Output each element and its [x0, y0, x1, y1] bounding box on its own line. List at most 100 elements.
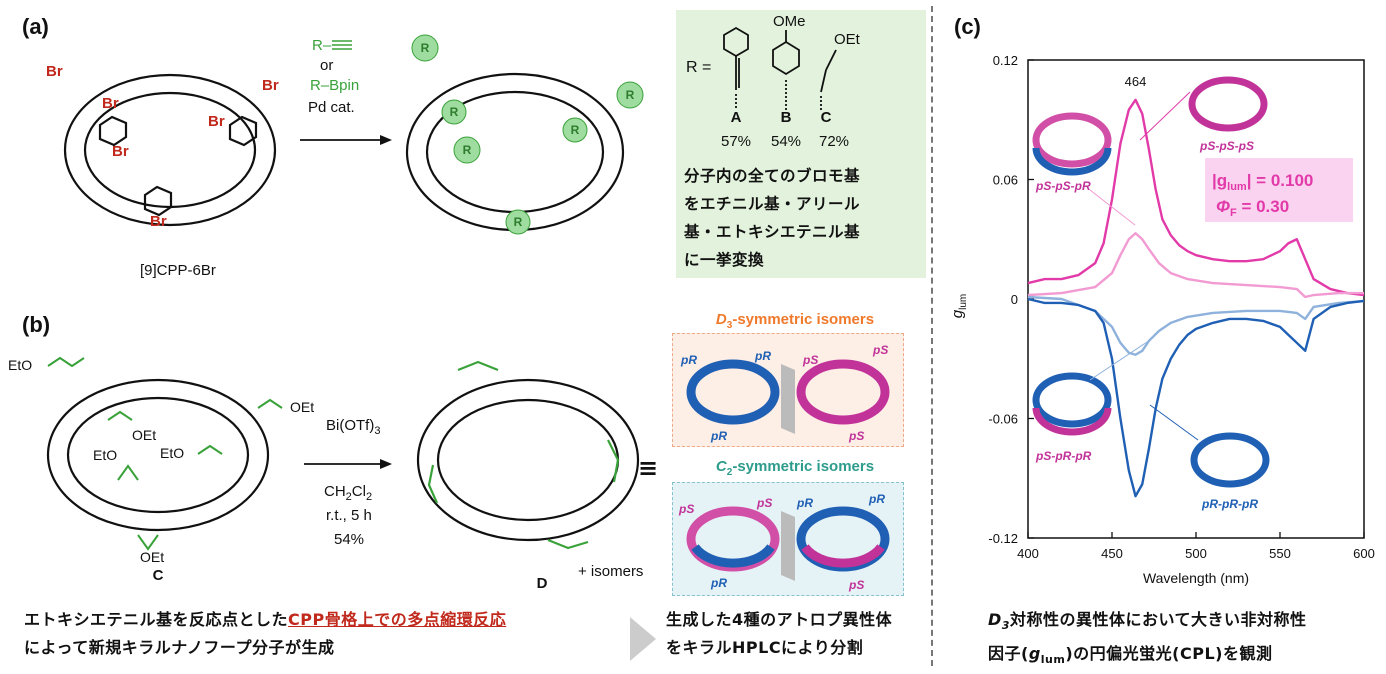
caption-right-1b: 3: [1001, 619, 1010, 633]
br-label-2: Br: [102, 95, 119, 112]
series-line-ps-ps-ps: [1027, 98, 1365, 297]
box-text-line-4: に一挙変換: [684, 251, 765, 269]
fused-rings: [427, 360, 620, 550]
glum-annotation: |glum| = 0.100: [1212, 171, 1313, 193]
panel-b-label: (b): [22, 312, 51, 337]
phi-annotation: ΦF = 0.30: [1216, 197, 1289, 219]
eto-label-1: EtO: [8, 357, 32, 373]
d3-title-sub: 3: [726, 320, 733, 331]
box-text-line-1: 分子内の全てのブロモ基: [684, 167, 861, 185]
br-label-4: Br: [208, 113, 225, 130]
phi-annot-c: = 0.30: [1237, 197, 1289, 216]
d3-isomer-pair: pR pR pR pS pS pS: [680, 343, 890, 443]
glum-annotation-box: [1205, 158, 1353, 222]
d3-pr-label-2: pR: [754, 349, 771, 363]
isomer-label-pspsps: pS-pS-pS: [1199, 139, 1254, 153]
x-tick-label: 450: [1101, 546, 1123, 561]
isomer-leader-lines: [1089, 91, 1199, 441]
caption-right-line-2: 因子(glum)の円偏光蛍光(CPL)を観測: [988, 640, 1378, 674]
caption-right-1c: 対称性の異性体において大きい非対称性: [1009, 610, 1307, 629]
chart-series: [1027, 98, 1365, 498]
caption-right-2c: lum: [1040, 653, 1066, 667]
d3-ps-label-1: pS: [802, 353, 818, 367]
caption-left-line-2: によって新規キラルナノフープ分子が生成: [24, 638, 335, 657]
reagent-or: or: [320, 57, 333, 74]
d3-ps-label-3: pS: [848, 429, 864, 443]
r-label-4: R: [571, 123, 580, 137]
panel-divider: [931, 6, 933, 666]
x-tick-label: 550: [1269, 546, 1291, 561]
eto-label-2: EtO: [160, 445, 184, 461]
br-label-6: Br: [150, 213, 167, 230]
panel-b-scheme: EtO OEt EtO EtO OEt OEt C Bi(OTf)3 CH2Cl…: [8, 356, 658, 590]
c2-pr-label-2: pR: [796, 496, 813, 510]
oet-label-1: OEt: [132, 427, 156, 443]
compound-c-molecule: [46, 378, 270, 532]
r-label-2: R: [450, 105, 459, 119]
peak-annotation: 464: [1125, 74, 1147, 89]
substituted-cpp-molecule: [405, 72, 625, 232]
series-line-ps-ps-pr: [1027, 232, 1364, 299]
cpp-6br-molecule: [63, 73, 277, 227]
compound-d-label: D: [537, 575, 548, 590]
substituent-box-text: 分子内の全てのブロモ基 をエチニル基・アリール 基・エトキシエテニル基 に一挙変…: [684, 162, 924, 274]
c2-title: C2-symmetric isomers: [670, 458, 920, 478]
d3-title-prefix: D: [715, 311, 727, 328]
y-axis-label: glum: [949, 294, 969, 318]
glum-annot-a: |g: [1212, 171, 1227, 190]
x-tick-label: 600: [1353, 546, 1375, 561]
r-equals: R =: [686, 59, 711, 76]
caption-left-line-1: エトキシエテニル基を反応点としたCPP骨格上での多点縮環反応: [24, 606, 624, 634]
conditions-label: r.t., 5 h: [326, 507, 372, 524]
yield-a: 57%: [721, 133, 751, 150]
phi-annot-b: F: [1230, 207, 1237, 219]
triple-bond-icon: [332, 40, 352, 50]
oet-label: OEt: [834, 31, 861, 48]
isomer-label-pspspr: pS-pS-pR: [1035, 179, 1091, 193]
panel-a-scheme: Br Br Br Br Br Br [9]CPP-6Br R– or R–Bpi…: [46, 34, 644, 279]
substituent-structures: R = OMe OEt A B C 57% 54% 72%: [686, 13, 861, 150]
isomers-note: + isomers: [578, 563, 643, 580]
substituent-a-label: A: [731, 109, 742, 126]
caption-right-2b: g: [1028, 644, 1041, 664]
compound-d-molecule: [416, 378, 640, 542]
caption-mid-line-1: 生成した4種のアトロプ異性体: [666, 610, 893, 629]
c2-isomer-pair: pS pS pR pR pR pS: [678, 492, 890, 592]
reagent-bi-sub: 3: [374, 425, 380, 437]
y-tick-label: -0.12: [988, 531, 1018, 546]
r-substituents: [411, 34, 644, 235]
substituent-b-icon: [772, 30, 800, 110]
oet-label-3: OEt: [140, 549, 164, 565]
y-tick-label: -0.06: [988, 412, 1018, 427]
yield-b: 54%: [334, 531, 364, 548]
yield-c: 72%: [819, 133, 849, 150]
caption-right-line-1: D3対称性の異性体において大きい非対称性: [988, 606, 1378, 640]
series-line-pr-pr-pr: [1027, 297, 1365, 498]
r-label-3: R: [463, 143, 472, 157]
reaction-arrow-a: [300, 135, 392, 145]
y-tick-label: 0.12: [993, 53, 1018, 68]
y-tick-label: 0: [1011, 292, 1018, 307]
caption-right-2a: 因子(: [988, 644, 1029, 664]
x-axis-label: Wavelength (nm): [1143, 570, 1249, 586]
substituent-box: R = OMe OEt A B C 57% 54% 72% 分子内の全てのブロモ…: [676, 10, 926, 278]
glum-annot-c: | = 0.100: [1247, 171, 1314, 190]
br-label-5: Br: [112, 143, 129, 160]
r-label-6: R: [514, 215, 523, 229]
substituent-a-icon: [723, 26, 749, 110]
y-axis-label-main: g: [949, 309, 966, 318]
d3-ps-label-2: pS: [872, 343, 888, 357]
caption-right-2d: )の円偏光蛍光(CPL)を観測: [1065, 644, 1273, 664]
c2-pr-label-3: pR: [868, 492, 885, 506]
yield-b: 54%: [771, 133, 801, 150]
caption-arrow-icon: [630, 617, 656, 661]
reaction-arrow-b: [304, 459, 392, 469]
d3-title: D3-symmetric isomers: [670, 311, 920, 331]
solvent-sub-2: 2: [366, 491, 372, 503]
c2-title-suffix: -symmetric isomers: [732, 458, 875, 475]
r-label-5: R: [626, 88, 635, 102]
d3-isomer-box: pR pR pR pS pS pS: [672, 333, 904, 447]
caption-right-1a: D: [988, 610, 1002, 629]
caption-left-1b: CPP骨格上での多点縮環反応: [288, 610, 507, 629]
